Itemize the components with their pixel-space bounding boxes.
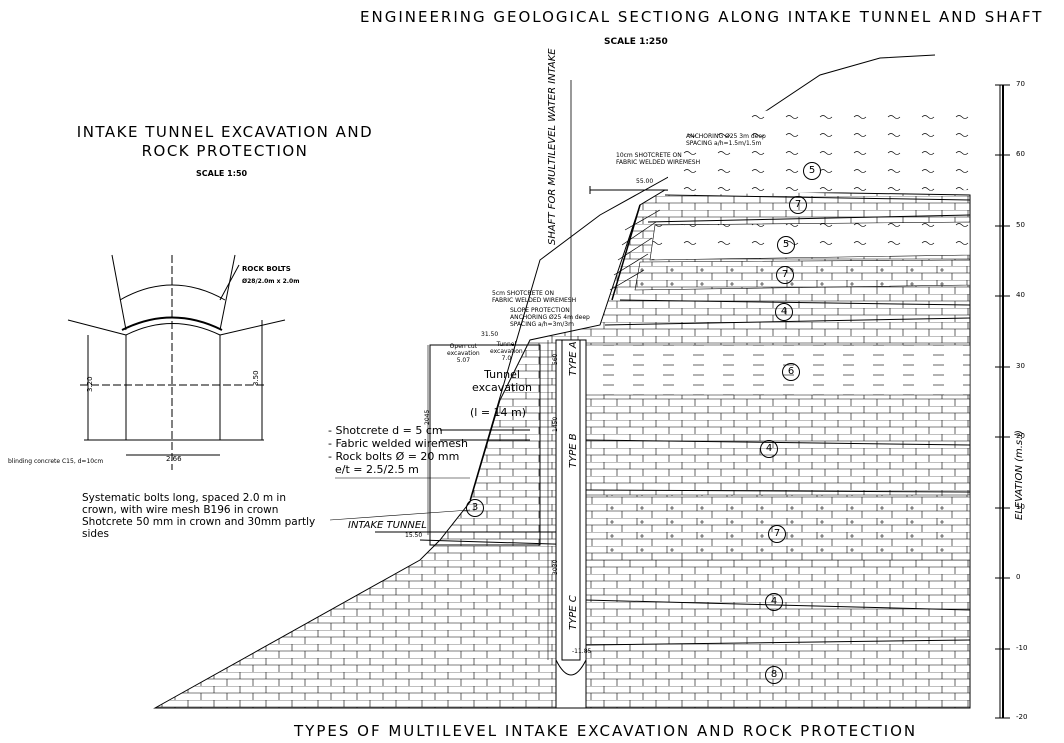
shotcrete-top: 10cm SHOTCRETE ON FABRIC WELDED WIREMESH bbox=[616, 152, 700, 166]
tick-40: 40 bbox=[1016, 291, 1025, 299]
main-scale: SCALE 1:250 bbox=[604, 37, 668, 47]
layer-badge: 8 bbox=[765, 666, 783, 684]
detail-title: INTAKE TUNNEL EXCAVATION AND ROCK PROTEC… bbox=[76, 123, 374, 160]
height-right: 3.50 bbox=[252, 370, 260, 386]
shotcrete-mid-2: FABRIC WELDED WIREMESH bbox=[492, 297, 577, 304]
slope-protection: SLOPE PROTECTION ANCHORING Ø25 4m deep S… bbox=[510, 307, 590, 328]
open-cut-val: 5.07 bbox=[456, 357, 471, 364]
protection-list: - Shotcrete d = 5 cm - Fabric welded wir… bbox=[328, 424, 468, 476]
tunnel-exc-val: 7.0 bbox=[501, 355, 512, 362]
bottom-title: TYPES OF MULTILEVEL INTAKE EXCAVATION AN… bbox=[294, 722, 918, 740]
tunnel-exc-2: excavation bbox=[490, 348, 523, 355]
tick-60: 60 bbox=[1016, 150, 1025, 158]
layer-5-top bbox=[668, 110, 970, 195]
rock-bolts-spec: Ø28/2.0m x 2.0m bbox=[242, 278, 300, 285]
shotcrete-top-2: FABRIC WELDED WIREMESH bbox=[616, 159, 701, 166]
dim-560: 560 bbox=[552, 353, 559, 365]
tick-50: 50 bbox=[1016, 221, 1025, 229]
layer-badge: 7 bbox=[776, 266, 794, 284]
tunnel-excavation-big: Tunnel excavation bbox=[472, 368, 532, 394]
intake-tunnel-label: INTAKE TUNNEL bbox=[348, 520, 427, 531]
tunnel-exc-1: Tunnel bbox=[496, 341, 517, 348]
shotcrete-mid-1: 5cm SHOTCRETE ON bbox=[492, 290, 554, 297]
anchoring-top-1: ANCHORING Ø25 3m deep bbox=[686, 133, 766, 140]
elevation-axis-lines bbox=[999, 85, 1004, 718]
layer-badge: 5 bbox=[803, 162, 821, 180]
slope-protection-3: SPACING a/h=3m/3m bbox=[510, 321, 574, 328]
shaft-label: SHAFT FOR MULTILEVEL WATER INTAKE bbox=[547, 48, 558, 245]
note-line-3: Shotcrete 50 mm in crown and 30mm partly bbox=[82, 516, 316, 528]
shotcrete-mid: 5cm SHOTCRETE ON FABRIC WELDED WIREMESH bbox=[492, 290, 576, 304]
layer-5-mid bbox=[649, 221, 971, 261]
note-line-2: crown, with wire mesh B196 in crown bbox=[82, 504, 279, 516]
shotcrete-top-1: 10cm SHOTCRETE ON bbox=[616, 152, 682, 159]
tick-30: 30 bbox=[1016, 362, 1025, 370]
slope-protection-1: SLOPE PROTECTION bbox=[510, 307, 570, 314]
shaft-top-elev: 55.00 bbox=[636, 178, 654, 185]
tunnel-detail bbox=[67, 254, 286, 470]
tick-minus-20: -20 bbox=[1016, 713, 1028, 721]
layer-badge: 4 bbox=[760, 440, 778, 458]
note-line-1: Systematic bolts long, spaced 2.0 m in bbox=[82, 492, 286, 504]
main-title: ENGINEERING GEOLOGICAL SECTIONG ALONG IN… bbox=[360, 8, 1044, 26]
layer-7-a bbox=[634, 259, 971, 291]
type-a-label: TYPE A bbox=[568, 341, 579, 376]
type-b-label: TYPE B bbox=[568, 433, 579, 468]
type-c-label: TYPE C bbox=[568, 595, 579, 630]
anchoring-top: ANCHORING Ø25 3m deep SPACING a/h=1.5m/1… bbox=[686, 133, 766, 147]
layer-badge: 4 bbox=[765, 593, 783, 611]
detail-scale: SCALE 1:50 bbox=[196, 169, 248, 178]
tick-0: 0 bbox=[1016, 573, 1021, 581]
protection-4: e/t = 2.5/2.5 m bbox=[328, 463, 419, 476]
layer-badge: 7 bbox=[768, 525, 786, 543]
protection-2: - Fabric welded wiremesh bbox=[328, 437, 468, 450]
layer-badge: 5 bbox=[777, 236, 795, 254]
tunnel-excavation-length: (l = 14 m) bbox=[470, 406, 527, 419]
dim-1450: 1450 bbox=[552, 416, 559, 432]
tick-70: 70 bbox=[1016, 80, 1025, 88]
tunnel-exc-label: Tunnel excavation 7.0 bbox=[490, 341, 523, 362]
blinding-label: blinding concrete C15, d=10cm bbox=[8, 458, 104, 465]
protection-3: - Rock bolts Ø = 20 mm bbox=[328, 450, 460, 463]
tick-20: 20 bbox=[1016, 432, 1025, 440]
rock-bolts-title: ROCK BOLTS bbox=[242, 265, 291, 273]
tick-10: 10 bbox=[1016, 503, 1025, 511]
intake-elev: 15.50 bbox=[405, 532, 423, 539]
anchoring-top-2: SPACING a/h=1.5m/1.5m bbox=[686, 140, 762, 147]
detail-notes: Systematic bolts long, spaced 2.0 m in c… bbox=[82, 492, 315, 540]
width-label: 2.66 bbox=[166, 455, 182, 463]
open-cut-2: excavation bbox=[447, 350, 480, 357]
layer-badge: 6 bbox=[782, 363, 800, 381]
layer-badge: 4 bbox=[775, 303, 793, 321]
layer-badge: 3 bbox=[466, 499, 484, 517]
layer-6 bbox=[584, 344, 971, 396]
shaft-bottom-elev: -11.85 bbox=[572, 648, 592, 655]
mid-elev: 31.50 bbox=[481, 331, 499, 338]
tunnel-excavation-big-2: excavation bbox=[472, 381, 533, 394]
open-cut-1: Open cut bbox=[449, 343, 478, 350]
shaft bbox=[555, 80, 587, 709]
dim-3030: 3030 bbox=[552, 559, 559, 575]
tunnel-excavation-big-1: Tunnel bbox=[484, 368, 520, 381]
open-cut-label: Open cut excavation 5.07 bbox=[447, 343, 480, 364]
slope-protection-2: ANCHORING Ø25 4m deep bbox=[510, 314, 590, 321]
layer-badge: 7 bbox=[789, 196, 807, 214]
tick-minus-10: -10 bbox=[1016, 644, 1028, 652]
height-left: 3.20 bbox=[86, 376, 94, 392]
note-line-4: sides bbox=[82, 528, 109, 540]
dim-2045: 2045 bbox=[424, 409, 431, 425]
protection-1: - Shotcrete d = 5 cm bbox=[328, 424, 443, 437]
